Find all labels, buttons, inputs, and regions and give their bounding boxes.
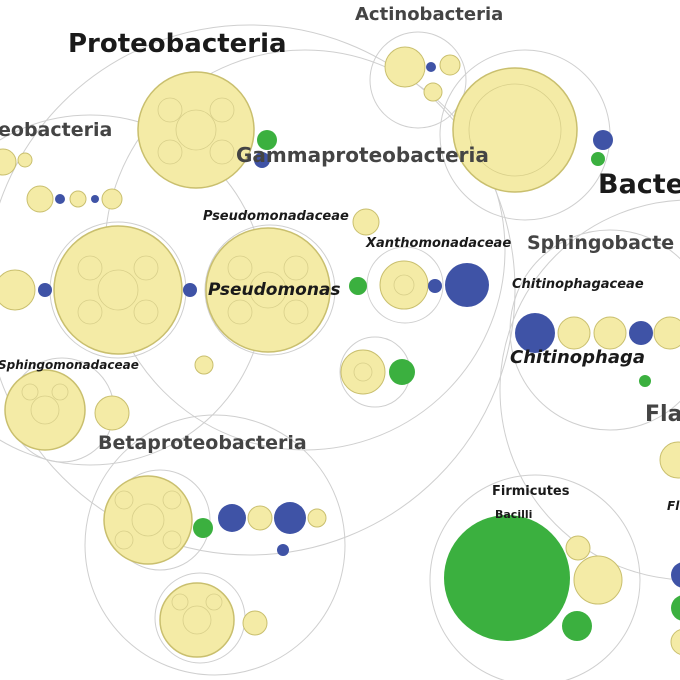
legend xyxy=(670,562,680,655)
chitinophagaceae-outline xyxy=(509,229,680,431)
label-sphingobacteria: Sphingobacte xyxy=(527,232,674,254)
alpha-blue-dot-3 xyxy=(91,195,99,203)
chitinophaga-blue-cluster-1 xyxy=(515,313,555,353)
actinobacteria-large-cluster xyxy=(452,67,578,193)
actino-green-dot xyxy=(591,152,605,166)
beta-green-dot xyxy=(193,518,213,538)
actinobacteria-small-cluster-3 xyxy=(423,82,443,102)
label-sphingomonadaceae: Sphingomonadaceae xyxy=(0,358,139,372)
label-alphaproteobacteria: eobacteria xyxy=(0,119,112,141)
actinobacteria-small-cluster-2 xyxy=(439,54,461,76)
alpha-top-cluster xyxy=(0,148,17,176)
actinobacteria-outline xyxy=(369,31,467,129)
pseudomonas-blue-dot xyxy=(183,283,197,297)
packing-texture xyxy=(21,83,562,635)
sphingo-small-cluster xyxy=(94,395,130,431)
legend-swatch-blue xyxy=(671,562,680,588)
bacilli-small-cluster xyxy=(562,611,592,641)
alpha-blue-dot-1 xyxy=(38,283,52,297)
alpha-row-cluster-3 xyxy=(101,188,123,210)
alpha-top-cluster-2 xyxy=(17,152,33,168)
beta-upper-cluster xyxy=(103,475,193,565)
label-bacilli: Bacilli xyxy=(495,508,532,521)
beta-blue-cluster-1 xyxy=(218,504,246,532)
yellow-clusters xyxy=(0,46,680,658)
label-proteobacteria: Proteobacteria xyxy=(68,29,287,59)
labels: Proteobacteria Actinobacteria eobacteria… xyxy=(0,4,680,521)
xanthomonadaceae-outline xyxy=(366,246,444,324)
beta-blue-dot xyxy=(277,544,289,556)
label-fl: Fl xyxy=(667,499,680,513)
label-gammaproteobacteria: Gammaproteobacteria xyxy=(236,143,489,167)
label-chitinophaga: Chitinophaga xyxy=(510,347,645,368)
label-actinobacteria: Actinobacteria xyxy=(355,4,503,25)
sphingomonadaceae-cluster xyxy=(4,369,86,451)
alpha-row-cluster-2 xyxy=(69,190,87,208)
label-betaproteobacteria: Betaproteobacteria xyxy=(98,432,307,454)
label-xanthomonadaceae: Xanthomonadaceae xyxy=(365,236,511,251)
label-flavobacteria: Fla xyxy=(645,402,680,427)
beta-small-cluster-3 xyxy=(242,610,268,636)
pseudomonas-green-dot xyxy=(349,277,367,295)
bacilli-cluster xyxy=(444,515,570,641)
chitinophaga-cluster-2 xyxy=(593,316,627,350)
xantho-lower-cluster xyxy=(340,349,386,395)
blue-clusters xyxy=(38,62,653,556)
beta-lower-cluster xyxy=(159,582,235,658)
alpha-left-cluster xyxy=(0,269,36,311)
legend-swatch-yellow xyxy=(670,629,680,655)
actinobacteria-small-cluster xyxy=(384,46,426,88)
label-chitinophagaceae: Chitinophagaceae xyxy=(512,277,644,292)
gamma-top-cluster xyxy=(137,71,255,189)
green-clusters xyxy=(193,130,651,641)
label-pseudomonas: Pseudomonas xyxy=(208,280,341,300)
beta-small-cluster-1 xyxy=(247,505,273,531)
pseudomonas-cluster xyxy=(205,227,331,353)
gamma-green-dot xyxy=(257,130,277,150)
pseudomonas-outline xyxy=(204,224,336,356)
xanthomonadaceae-cluster xyxy=(379,260,429,310)
xantho-green-cluster xyxy=(389,359,415,385)
firmicutes-small-2 xyxy=(573,555,623,605)
chitinophaga-blue-cluster-2 xyxy=(629,321,653,345)
actino-blue-dot xyxy=(593,130,613,150)
xantho-blue-dot xyxy=(428,279,442,293)
gamma-blue-dot xyxy=(254,152,270,168)
beta-blue-cluster-2 xyxy=(274,502,306,534)
bacteroidetes-outline xyxy=(499,199,680,581)
betaproteobacteria-outline xyxy=(84,414,346,676)
label-pseudomonadaceae: Pseudomonadaceae xyxy=(203,209,349,224)
alpha-blue-dot-2 xyxy=(55,194,65,204)
alpha-row-cluster-1 xyxy=(26,185,54,213)
label-bacteroidetes: Bacte xyxy=(598,169,680,200)
alpha-main-cluster xyxy=(53,225,183,355)
firmicutes-small-1 xyxy=(565,535,591,561)
actino-small-blue xyxy=(426,62,436,72)
label-firmicutes: Firmicutes xyxy=(492,484,570,499)
chitinophaga-cluster-1 xyxy=(557,316,591,350)
legend-swatch-green xyxy=(671,595,680,621)
chitinophaga-cluster-3 xyxy=(653,316,680,350)
xantho-blue-cluster xyxy=(445,263,489,307)
pseudomonadaceae-cluster xyxy=(352,208,380,236)
flavo-partial-cluster xyxy=(659,441,680,479)
gamma-single-dot xyxy=(194,355,214,375)
proteobacteria-outline xyxy=(0,24,516,556)
chitinophaga-green-dot xyxy=(639,375,651,387)
firmicutes-outline xyxy=(429,474,641,680)
beta-small-cluster-2 xyxy=(307,508,327,528)
